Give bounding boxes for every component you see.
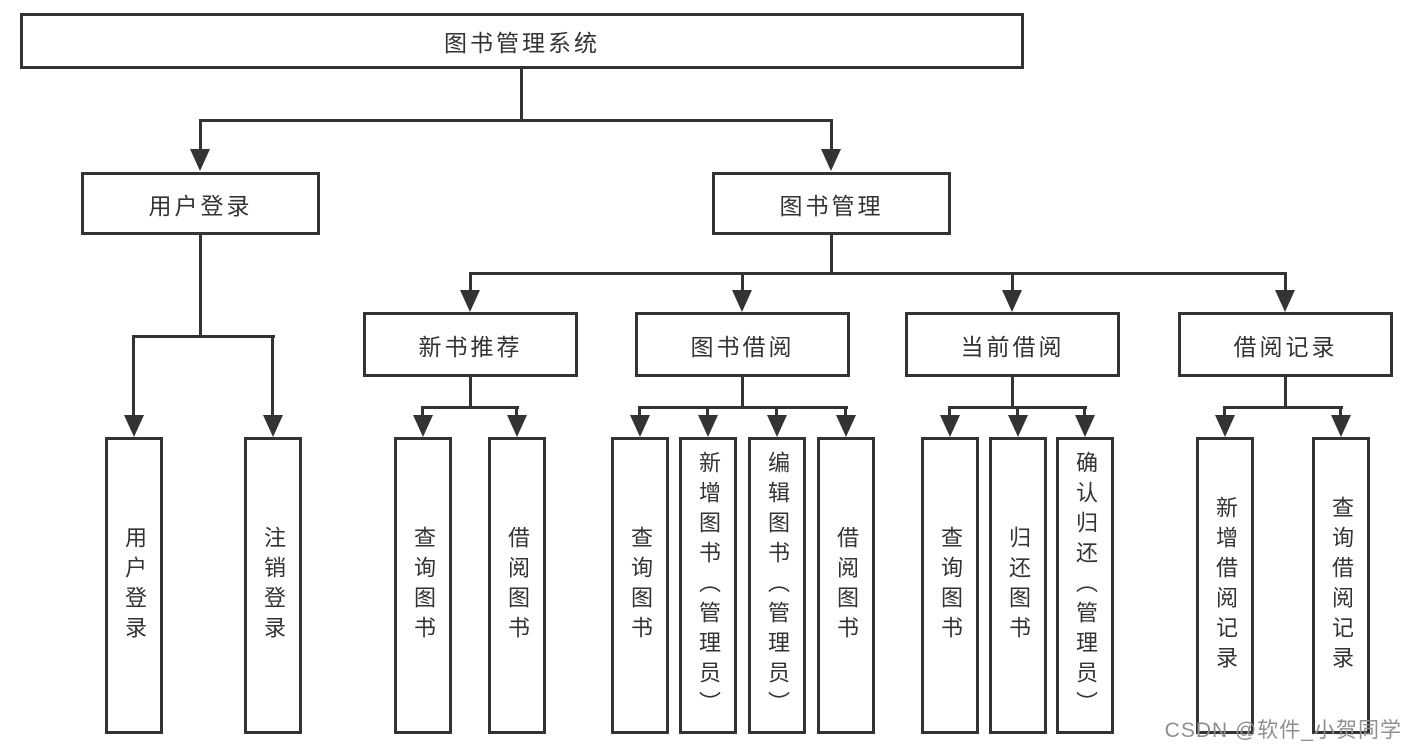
connector-stem <box>515 406 518 415</box>
connector-stem-book-borrowing <box>741 272 744 290</box>
leaf-borrowing-edit-books-admin: 编辑图书（管理员） <box>748 437 806 734</box>
node-book-management-label: 图书管理 <box>779 192 884 219</box>
leaf-newbook-borrow-books-label: 借阅图书 <box>505 525 530 646</box>
node-borrowing-records: 借阅记录 <box>1178 312 1393 377</box>
leaf-newbook-query-books-label: 查询图书 <box>411 525 436 646</box>
leaf-current-confirm-return-admin: 确认归还（管理员） <box>1056 437 1114 734</box>
node-book-borrowing: 图书借阅 <box>635 312 850 377</box>
node-user-login: 用户登录 <box>81 172 320 235</box>
leaf-newbook-borrow-books: 借阅图书 <box>488 437 546 734</box>
arrowhead-down-icon <box>1215 415 1235 437</box>
leaf-borrowing-add-books-admin: 新增图书（管理员） <box>679 437 737 734</box>
arrowhead-down-icon <box>413 415 433 437</box>
arrowhead-down-icon <box>1002 290 1022 312</box>
connector-stem-leaf-logout <box>271 335 274 415</box>
connector-user-login-trunk <box>199 235 202 338</box>
leaf-borrowing-borrow-books: 借阅图书 <box>817 437 875 734</box>
arrowhead-down-icon <box>767 415 787 437</box>
arrowhead-down-icon <box>1075 415 1095 437</box>
leaf-borrowing-add-books-admin-label: 新增图书（管理员） <box>696 450 721 721</box>
connector-book-borrowing-bar <box>638 406 848 409</box>
connector-stem <box>1223 406 1226 415</box>
leaf-borrowing-borrow-books-label: 借阅图书 <box>834 525 859 646</box>
arrowhead-down-icon <box>1331 415 1351 437</box>
connector-stem-current-borrowing <box>1011 272 1014 290</box>
arrowhead-down-icon <box>732 290 752 312</box>
csdn-watermark: CSDN @软件_小贺同学 <box>1164 719 1402 742</box>
connector-stem-book-management <box>830 119 833 151</box>
arrowhead-down-icon <box>124 415 144 437</box>
connector-borrowing-records-stub <box>1284 377 1287 409</box>
leaf-borrowing-edit-books-admin-label: 编辑图书（管理员） <box>765 450 790 721</box>
leaf-records-add-record-label: 新增借阅记录 <box>1213 495 1238 676</box>
leaf-current-return-books-label: 归还图书 <box>1006 525 1031 646</box>
node-borrowing-records-label: 借阅记录 <box>1233 333 1338 360</box>
connector-stem <box>775 406 778 415</box>
node-current-borrowing-label: 当前借阅 <box>960 333 1065 360</box>
leaf-records-query-record: 查询借阅记录 <box>1312 437 1370 734</box>
leaf-current-confirm-return-admin-label: 确认归还（管理员） <box>1073 450 1098 721</box>
leaf-newbook-query-books: 查询图书 <box>394 437 452 734</box>
connector-stem-new-book-recommend <box>469 272 472 290</box>
arrowhead-down-icon <box>507 415 527 437</box>
leaf-borrowing-query-books-label: 查询图书 <box>628 525 653 646</box>
node-library-system: 图书管理系统 <box>20 13 1024 69</box>
node-new-book-recommend: 新书推荐 <box>363 312 578 377</box>
connector-stem-borrowing-records <box>1284 272 1287 290</box>
node-user-login-label: 用户登录 <box>148 192 253 219</box>
connector-level3-bar <box>469 272 1287 275</box>
leaf-borrowing-query-books: 查询图书 <box>611 437 669 734</box>
connector-level2-bar <box>199 119 833 122</box>
leaf-current-return-books: 归还图书 <box>989 437 1047 734</box>
connector-new-book-recommend-bar <box>421 406 519 409</box>
leaf-current-query-books-label: 查询图书 <box>938 525 963 646</box>
connector-book-borrowing-stub <box>741 377 744 409</box>
arrowhead-down-icon <box>460 290 480 312</box>
node-new-book-recommend-label: 新书推荐 <box>418 333 523 360</box>
connector-stem <box>638 406 641 415</box>
connector-stem <box>1016 406 1019 415</box>
leaf-records-query-record-label: 查询借阅记录 <box>1329 495 1354 676</box>
arrowhead-down-icon <box>263 415 283 437</box>
connector-current-borrowing-stub <box>1011 377 1014 409</box>
leaf-user-login-label: 用户登录 <box>122 525 147 646</box>
connector-stem-leaf-user-login <box>132 335 135 415</box>
arrowhead-down-icon <box>698 415 718 437</box>
connector-stem <box>844 406 847 415</box>
arrowhead-down-icon <box>1275 290 1295 312</box>
connector-root-trunk <box>520 69 523 122</box>
arrowhead-down-icon <box>190 149 210 171</box>
connector-stem-user-login <box>199 119 202 151</box>
connector-stem <box>1339 406 1342 415</box>
connector-stem <box>1083 406 1086 415</box>
arrowhead-down-icon <box>940 415 960 437</box>
connector-borrowing-records-bar <box>1223 406 1343 409</box>
connector-book-management-trunk <box>830 235 833 275</box>
leaf-current-query-books: 查询图书 <box>921 437 979 734</box>
arrowhead-down-icon <box>630 415 650 437</box>
arrowhead-down-icon <box>1008 415 1028 437</box>
leaf-logout: 注销登录 <box>244 437 302 734</box>
leaf-records-add-record: 新增借阅记录 <box>1196 437 1254 734</box>
node-current-borrowing: 当前借阅 <box>905 312 1120 377</box>
leaf-logout-label: 注销登录 <box>261 525 286 646</box>
arrowhead-down-icon <box>821 149 841 171</box>
connector-stem <box>706 406 709 415</box>
node-book-management: 图书管理 <box>712 172 951 235</box>
node-book-borrowing-label: 图书借阅 <box>690 333 795 360</box>
connector-user-login-bar <box>132 335 275 338</box>
leaf-user-login: 用户登录 <box>105 437 163 734</box>
connector-new-book-recommend-stub <box>469 377 472 409</box>
connector-stem <box>948 406 951 415</box>
node-library-system-label: 图书管理系统 <box>444 30 600 56</box>
connector-stem <box>421 406 424 415</box>
arrowhead-down-icon <box>836 415 856 437</box>
